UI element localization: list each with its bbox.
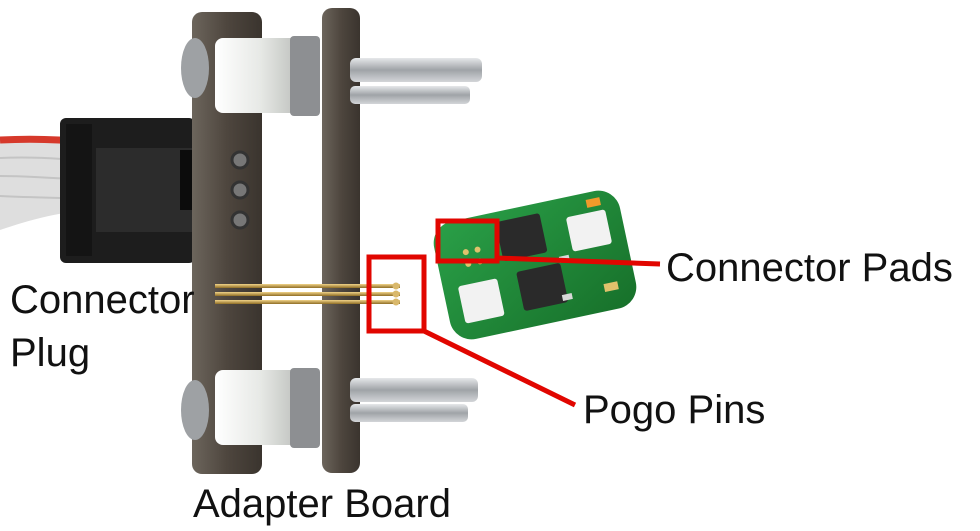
label-connector-plug-line1: Connector <box>10 278 195 322</box>
threaded-rod-top <box>350 58 482 104</box>
annotation-connector-pads <box>435 218 661 267</box>
label-pogo-pins: Pogo Pins <box>583 388 766 432</box>
label-connector-plug-line2: Plug <box>10 331 91 375</box>
top-standoff <box>181 36 320 116</box>
label-connector-pads: Connector Pads <box>666 246 953 290</box>
connector-plug <box>60 118 198 263</box>
threaded-rod-bottom <box>350 378 478 422</box>
pogo-pins <box>215 282 400 306</box>
annotation-pogo-pins <box>366 254 577 408</box>
label-adapter-board: Adapter Board <box>193 482 451 526</box>
adapter-board-rear <box>192 12 262 474</box>
adapter-board-front <box>322 8 360 473</box>
pcb-module <box>433 190 637 340</box>
bottom-standoff <box>181 368 320 448</box>
